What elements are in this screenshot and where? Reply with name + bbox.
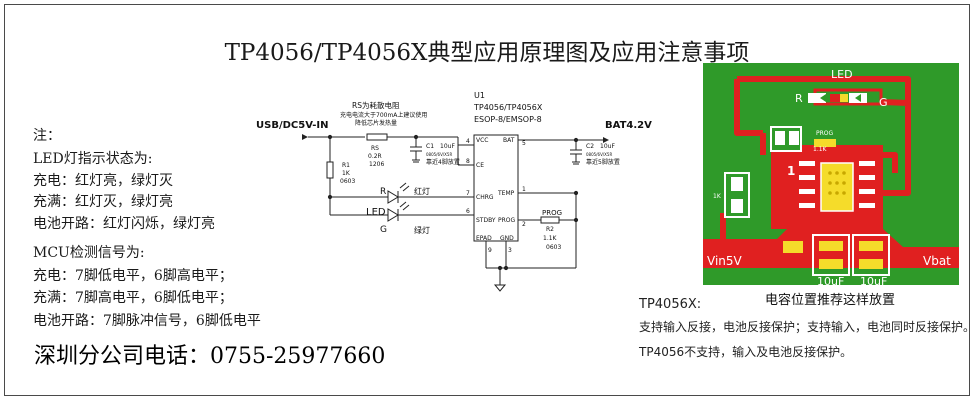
pcb-layout-image: LED R G PROG 1.1K 1K 1 Vin5V Vbat 10uF 1…	[703, 63, 959, 285]
pin-number-9: 9	[488, 247, 492, 254]
pcb-r2-value: 1.1K	[813, 146, 828, 153]
pin-prog: PROG	[498, 217, 516, 224]
resistor-r2	[540, 216, 560, 224]
pin-number-2: 2	[522, 221, 526, 228]
battery-label: BAT4.2V	[605, 120, 652, 131]
rs-note-2: 充电电流大于700mA上建议使用	[340, 111, 427, 119]
prog-label: PROG	[542, 209, 562, 217]
pin-number-8: 8	[466, 158, 470, 165]
led-green-letter: G	[380, 225, 387, 235]
c1-ref: C1	[426, 143, 434, 150]
pin-epad: EPAD	[476, 235, 492, 242]
phone-number: 深圳分公司电话：0755-25977660	[34, 344, 386, 369]
c1-spec: 0805/6V/X5R	[426, 152, 452, 157]
pcb-cap1-label: 10uF	[817, 275, 844, 285]
page-title: TP4056/TP4056X典型应用原理图及应用注意事项	[224, 40, 750, 66]
pin-number-1: 1	[522, 186, 526, 193]
mcu-signal-open: 电池开路：7脚脉冲信号，6脚低电平	[33, 313, 261, 329]
pin-number-6: 6	[466, 208, 470, 215]
pcb-prog-label: PROG	[816, 130, 834, 137]
pin-stdby: STDBY	[476, 217, 496, 224]
tp4056x-heading: TP4056X:	[639, 297, 702, 312]
led-label: LED	[366, 207, 386, 218]
mcu-signal-full: 充满：7脚高电平，6脚低电平；	[33, 290, 233, 306]
pcb-vbat-label: Vbat	[923, 254, 951, 268]
c2-note: 靠近5脚放置	[586, 158, 620, 166]
r2-package: 0603	[546, 244, 561, 251]
led-status-heading: LED灯指示状态为:	[33, 151, 153, 167]
led-red-letter: R	[380, 187, 386, 197]
rs-note-3: 降低芯片发热量	[355, 119, 397, 127]
pin-temp: TEMP	[497, 190, 515, 197]
ic-u1-body	[473, 134, 519, 242]
led-status-open: 电池开路：红灯闪烁，绿灯亮	[33, 216, 215, 232]
rs-ref: RS	[371, 145, 379, 152]
usb-input-label: USB/DC5V-IN	[256, 120, 328, 131]
green-led-symbol	[387, 208, 399, 222]
c1-note: 靠近4脚放置	[426, 158, 460, 166]
pcb-pin1-mark: 1	[787, 164, 795, 178]
mcu-signal-heading: MCU检测信号为:	[33, 245, 145, 261]
r2-ref: R2	[546, 226, 554, 233]
r1-ref: R1	[342, 162, 350, 169]
c2-value: 10uF	[600, 143, 615, 150]
c1-value: 10uF	[440, 143, 455, 150]
mcu-signal-charging: 充电：7脚低电平，6脚高电平；	[33, 268, 233, 284]
red-lamp-label: 红灯	[414, 186, 430, 196]
u1-package: ESOP-8/EMSOP-8	[474, 115, 542, 124]
pin-number-5: 5	[522, 140, 526, 147]
tp4056x-description: 支持输入反接，电池反接保护；支持输入，电池同时反接保护。	[639, 320, 974, 334]
rs-note-1: RS为耗散电阻	[352, 100, 400, 110]
notes-heading: 注：	[33, 128, 61, 144]
resistor-rs	[366, 133, 388, 141]
led-status-charging: 充电：红灯亮，绿灯灭	[33, 173, 173, 189]
pin-chrg: CHRG	[476, 194, 494, 201]
tp4056-description: TP4056不支持，输入及电池反接保护。	[639, 345, 853, 359]
rs-value: 0.2R	[368, 153, 382, 160]
pin-ce: CE	[476, 162, 484, 169]
green-lamp-label: 绿灯	[414, 225, 430, 235]
c2-spec: 0805/6V/X5R	[586, 152, 612, 157]
pcb-1k-label: 1K	[713, 193, 722, 200]
pcb-g-label: G	[879, 96, 888, 109]
pin-gnd: GND	[500, 235, 514, 242]
u1-ref: U1	[474, 91, 485, 100]
r1-package: 0603	[340, 178, 355, 185]
led-status-full: 充满：红灯灭，绿灯亮	[33, 194, 173, 210]
pin-number-4: 4	[466, 138, 470, 145]
pcb-vin-label: Vin5V	[707, 254, 743, 268]
c2-ref: C2	[586, 143, 594, 150]
u1-name: TP4056/TP4056X	[473, 103, 543, 112]
pin-vcc: VCC	[476, 137, 488, 144]
pcb-r-label: R	[795, 92, 803, 105]
pin-number-3: 3	[508, 247, 512, 254]
pin-number-7: 7	[466, 190, 470, 197]
pcb-led-label: LED	[831, 68, 853, 81]
r2-value: 1.1K	[543, 235, 558, 242]
pcb-cap2-label: 10uF	[860, 275, 887, 285]
r1-value: 1K	[342, 170, 351, 177]
pcb-caption: 电容位置推荐这样放置	[765, 293, 896, 308]
rs-package: 1206	[369, 161, 384, 168]
resistor-r1	[326, 161, 334, 179]
pin-bat: BAT	[503, 137, 515, 144]
red-led-symbol	[387, 190, 399, 204]
page-frame	[4, 4, 970, 396]
